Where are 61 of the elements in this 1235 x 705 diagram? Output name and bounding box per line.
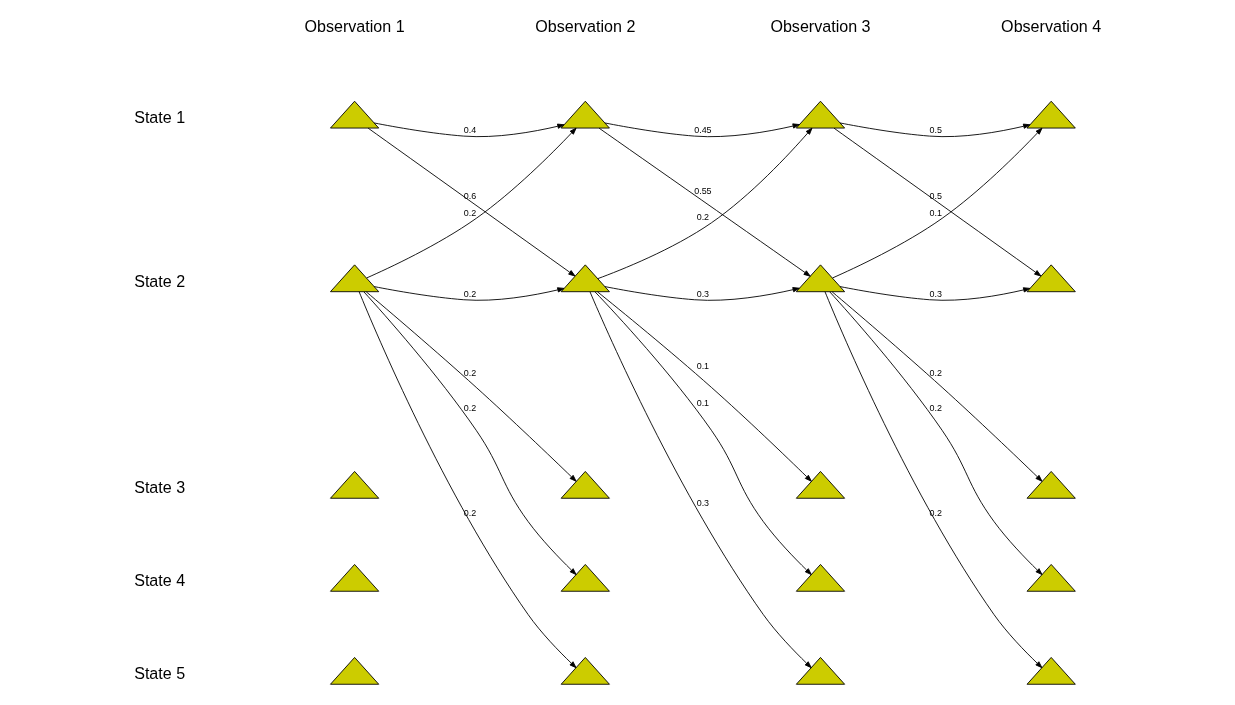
- edge-label: 0.3: [696, 289, 710, 300]
- edge-label: 0.2: [463, 207, 477, 218]
- arrow: [373, 122, 565, 138]
- arrow: [363, 291, 577, 576]
- node-triangle: [560, 100, 610, 129]
- arrow: [589, 291, 812, 669]
- arrow: [604, 122, 800, 138]
- label: State 1: [134, 108, 186, 127]
- arrow: [604, 286, 800, 301]
- edge-label: 0.2: [463, 367, 477, 378]
- edge-label: 0.6: [463, 190, 477, 201]
- arrow: [839, 286, 1031, 301]
- edge-label: 0.2: [929, 367, 943, 378]
- edge-label: 0.2: [929, 508, 943, 519]
- node-triangle: [560, 564, 610, 592]
- arrow: [373, 286, 565, 301]
- label: State 3: [134, 478, 186, 497]
- node-triangle: [1026, 100, 1076, 129]
- edge-label: 0.1: [929, 207, 943, 218]
- edge-label: 0.1: [696, 361, 710, 372]
- label: Observation 1: [304, 16, 405, 35]
- edge-label: 0.2: [463, 402, 477, 413]
- node-triangle: [1026, 564, 1076, 592]
- edge-label: 0.2: [463, 289, 477, 300]
- node-triangle: [560, 657, 610, 685]
- arrow: [839, 122, 1031, 138]
- node-triangle: [795, 657, 846, 685]
- arrow: [831, 291, 1043, 482]
- node-triangle: [795, 564, 846, 592]
- node-triangle: [330, 264, 380, 293]
- edge-label: 0.2: [929, 402, 943, 413]
- edge-label: 0.5: [929, 190, 943, 201]
- node-triangle: [795, 100, 846, 129]
- edge-label: 0.1: [696, 398, 710, 409]
- arrow: [358, 291, 577, 669]
- arrow: [594, 291, 812, 576]
- label: State 2: [134, 271, 186, 290]
- node-triangle: [560, 264, 610, 293]
- node-triangle: [1026, 657, 1076, 685]
- edge-label: 0.45: [694, 125, 712, 136]
- label: Observation 3: [770, 16, 871, 35]
- label: State 4: [134, 571, 186, 590]
- edge-label: 0.55: [694, 186, 712, 197]
- arrow: [365, 291, 577, 482]
- node-triangle: [330, 564, 380, 592]
- edge-label: 0.2: [696, 212, 710, 223]
- node-triangle: [1026, 264, 1076, 293]
- edge-label: 0.4: [463, 125, 477, 136]
- label: Observation 4: [1001, 16, 1102, 35]
- edge-label: 0.3: [929, 289, 943, 300]
- node-triangle: [330, 657, 380, 685]
- label: State 5: [134, 664, 186, 683]
- label: Observation 2: [535, 16, 636, 35]
- edge-label: 0.3: [696, 498, 710, 509]
- arrow: [829, 291, 1043, 576]
- node-triangle: [330, 471, 380, 499]
- arrow: [597, 291, 812, 482]
- edge-label: 0.5: [929, 125, 943, 136]
- node-triangle: [330, 100, 380, 129]
- node-triangle: [795, 264, 846, 293]
- arrow: [824, 291, 1043, 669]
